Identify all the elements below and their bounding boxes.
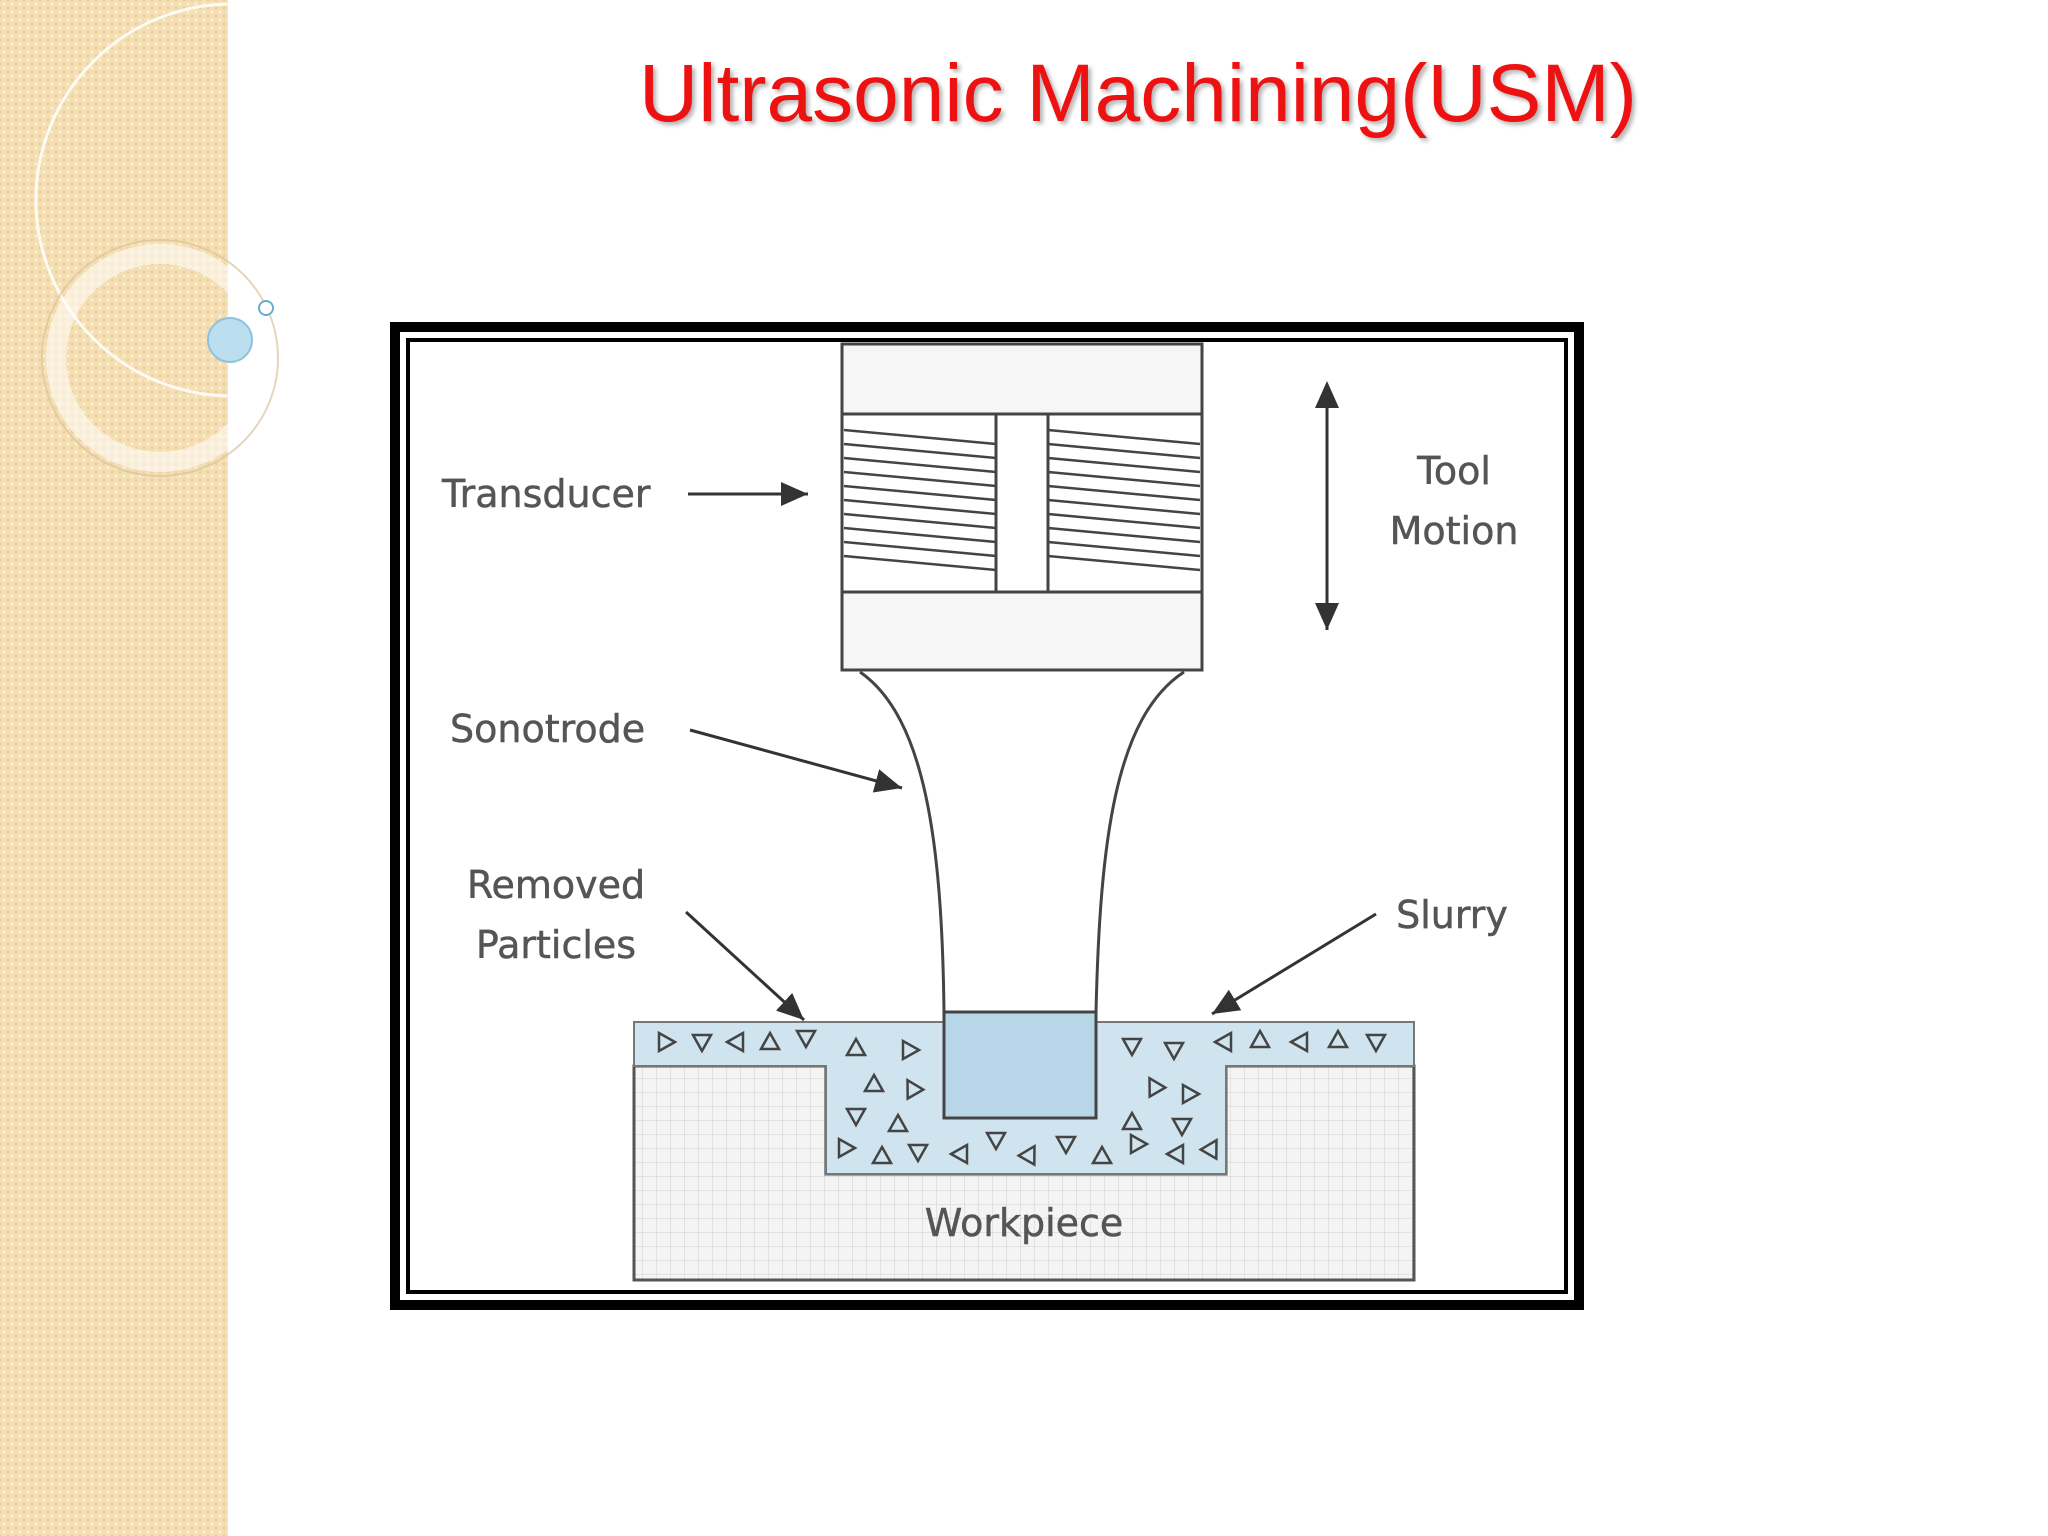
medium-ring-outline xyxy=(41,239,279,477)
coil-windings-left xyxy=(843,428,997,572)
transducer-top-band xyxy=(840,342,1204,416)
usm-diagram: Transducer Tool Motion Sonotrode Removed… xyxy=(390,322,1584,1310)
removed-particles-leader xyxy=(684,910,806,1022)
label-sonotrode: Sonotrode xyxy=(450,707,645,751)
label-removed-particles-line2: Particles xyxy=(476,923,636,967)
label-transducer: Transducer xyxy=(441,472,651,516)
large-ring xyxy=(34,2,300,398)
frame-inner xyxy=(406,338,1568,1294)
decorative-rings xyxy=(34,2,300,477)
transducer-core xyxy=(994,412,1050,594)
label-slurry: Slurry xyxy=(1396,893,1508,937)
tool-tip xyxy=(942,1010,1098,1120)
bullet-dot-small xyxy=(258,300,274,316)
sonotrode xyxy=(859,670,1185,1014)
slide-title: Ultrasonic Machining(USM) xyxy=(639,48,1637,139)
sonotrode-leader xyxy=(689,728,903,793)
medium-ring xyxy=(46,244,274,472)
coil-windings-right xyxy=(1047,428,1201,572)
label-removed-particles-line1: Removed xyxy=(467,863,645,907)
bullet-dot-large xyxy=(207,317,253,363)
label-tool-motion-line1: Tool xyxy=(1416,449,1491,493)
transducer-bottom-band xyxy=(840,590,1204,672)
label-tool-motion-line2: Motion xyxy=(1390,509,1519,553)
label-workpiece: Workpiece xyxy=(925,1201,1124,1245)
slurry-leader xyxy=(1211,912,1377,1016)
transducer xyxy=(840,342,1204,672)
